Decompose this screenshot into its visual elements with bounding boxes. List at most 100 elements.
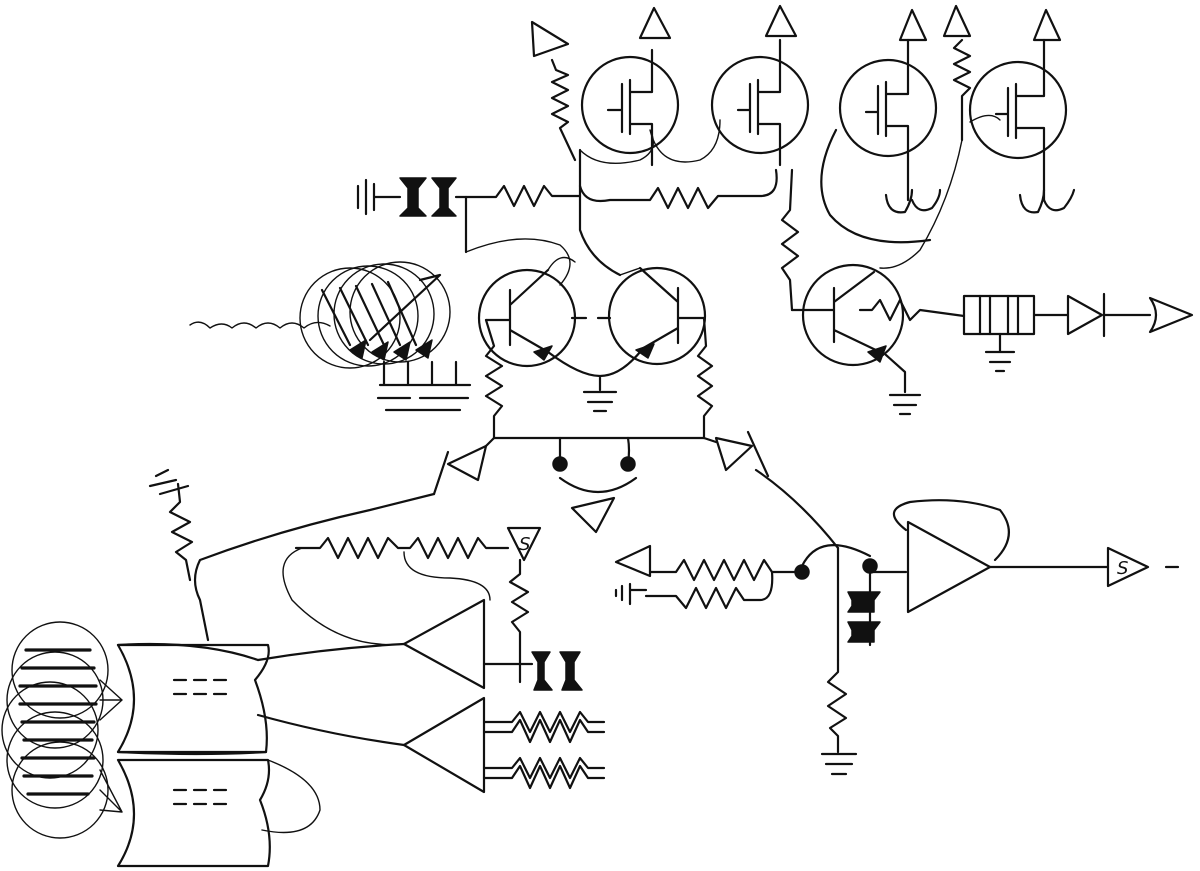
mosfet-1-symbol [606, 48, 654, 167]
supply-arrow-2 [638, 6, 672, 40]
bjt-right-symbol [638, 266, 706, 352]
coil-input-wave [189, 321, 331, 329]
center-switch [432, 430, 770, 534]
wire-diode-left-down [193, 492, 436, 642]
resistor-cap-down [826, 658, 848, 754]
wire-cap-lower-mid [482, 662, 534, 684]
resistor-mid-top [578, 168, 778, 210]
resistor-m3-bias [780, 168, 800, 312]
coil-loop-4 [349, 261, 451, 363]
junction-cap-top [862, 558, 878, 574]
supply-arrows [530, 4, 1062, 58]
diode-output [1066, 294, 1104, 336]
ground-left-top [356, 178, 402, 216]
wire-m2-out [578, 148, 622, 277]
input-coil-5 [11, 741, 109, 839]
mosfet-2-symbol [736, 38, 782, 167]
supply-arrow-1 [530, 20, 570, 58]
mosfet-row [550, 38, 1076, 214]
or-gate-loop [261, 759, 321, 834]
input-cap-network [356, 177, 582, 254]
bjt-collector-wires [465, 238, 641, 286]
bjt-pair [465, 238, 714, 440]
mosfet-2-envelope [710, 55, 810, 155]
resistor-pair-upper [648, 558, 798, 582]
wire-diode-right-to-amp [754, 468, 840, 550]
wire-feedback-drop [403, 551, 491, 601]
bjt-output-envelope [801, 263, 905, 367]
hook-terminal-1 [884, 188, 942, 214]
ground-left-mid [614, 582, 648, 606]
supply-arrow-5 [942, 4, 972, 38]
coil-emitter-4 [415, 339, 433, 359]
bjt-left-symbol [484, 268, 550, 354]
ground-bjt-pair [582, 390, 618, 413]
wire-m4-loop [879, 139, 963, 269]
mosfet-1-envelope [580, 55, 680, 155]
wire-m3-feedback [820, 128, 932, 244]
resistor-gate-bias [148, 468, 194, 582]
output-stage [790, 263, 1194, 416]
mosfet-3-symbol [864, 38, 910, 202]
diode-left-bar [432, 436, 496, 496]
or-gate-lower [116, 758, 271, 868]
source-right-label: S [1117, 558, 1128, 579]
resistor-top-2 [952, 38, 972, 142]
diode-right [714, 436, 754, 472]
cap-lower-plate-b [559, 651, 583, 691]
resistor-out-lower [482, 756, 606, 790]
bjt-output-ground [884, 353, 922, 416]
input-coil-1 [11, 621, 109, 719]
capacitor-top-plate-b [431, 177, 457, 217]
input-coil-4 [6, 711, 104, 809]
cap-lower-plate-a [531, 651, 553, 691]
wire-gate-to-amps [256, 642, 406, 747]
resistor-output-base [858, 298, 966, 322]
resistor-amp-feedback [294, 536, 510, 560]
opamp-output-feedback [892, 499, 1010, 562]
mosfet-wiring [578, 114, 1001, 312]
source-mid-symbol [506, 526, 542, 562]
source-right-symbol [1106, 546, 1150, 588]
diode-output-bar [1102, 292, 1152, 338]
switch-arrow [570, 496, 616, 534]
coil-emitter-2 [371, 341, 389, 361]
coil-stack [189, 261, 472, 412]
mosfet-3-envelope [838, 58, 938, 158]
logic-section: S [1, 468, 606, 868]
input-coil-3 [1, 681, 99, 779]
mosfet-4-symbol [994, 38, 1046, 202]
wire-amp-feedback-loop [282, 547, 405, 646]
coil-loop-1 [299, 267, 401, 369]
output-terminal [1148, 296, 1194, 334]
supply-arrow-4 [898, 8, 928, 42]
source-left-symbol [614, 544, 652, 578]
cap-vertical-plate-a [847, 591, 881, 613]
supply-arrow-3 [764, 4, 798, 38]
wire-m1-m2 [579, 119, 721, 165]
wire-m4-gate [969, 114, 1001, 123]
cap-vertical-plate-b [847, 621, 881, 643]
input-coil-fanout [99, 679, 123, 813]
opamp-upper [402, 598, 486, 690]
coil-triangles [320, 273, 442, 347]
coil-emitter-3 [393, 341, 411, 361]
ground-cap-down [820, 752, 858, 776]
crystal-body [962, 294, 1036, 336]
crystal-ground [984, 332, 1016, 373]
resistor-bjt-right-load [696, 316, 714, 440]
or-gate-upper-body [116, 642, 268, 756]
or-gate-upper [116, 643, 270, 754]
or-gate-dashes [172, 678, 228, 806]
resistor-top-1 [550, 58, 577, 162]
resistor-out-upper [482, 710, 606, 744]
bjt-shared-emitter [546, 350, 642, 392]
mosfet-4-envelope [968, 60, 1068, 160]
bjt-output-emitter [867, 345, 887, 363]
opamp-output [906, 520, 992, 614]
wire-cap-arc [800, 544, 872, 568]
bjt-right-emitter [635, 343, 655, 359]
source-mid-label: S [519, 534, 530, 555]
output-amplifier: S [614, 468, 1180, 776]
